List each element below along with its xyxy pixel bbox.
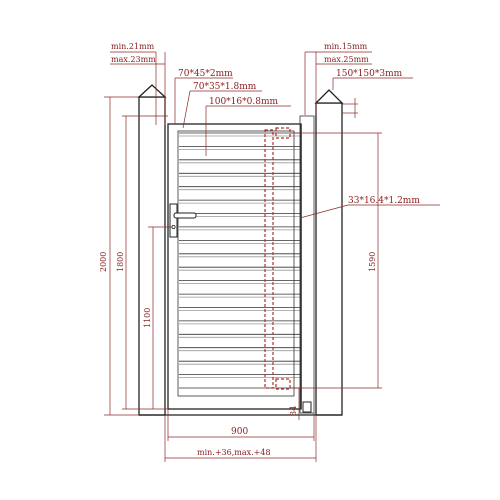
post-label: 150*150*3mm <box>336 69 403 79</box>
right-max-label: max.25mm <box>324 55 369 64</box>
infill-height-label: 1590 <box>368 252 377 272</box>
left-max-label: max.23mm <box>111 55 156 64</box>
handle-height-label: 1100 <box>143 308 152 328</box>
handle-icon <box>169 203 197 238</box>
rail-label: 70*35*1.8mm <box>193 82 257 92</box>
right-min-label: min.15mm <box>324 42 368 51</box>
left-post <box>137 84 167 416</box>
bottom-gap-label: 34 <box>289 406 298 416</box>
leader-rail <box>182 90 191 129</box>
left-min-label: min.21mm <box>111 42 155 51</box>
hinge <box>302 401 312 413</box>
leader-upright <box>299 204 349 219</box>
right-post <box>314 89 344 416</box>
frame-label: 70*45*2mm <box>178 69 233 79</box>
gate-frame <box>167 115 315 414</box>
upright-label: 33*16.4*1.2mm <box>348 196 420 206</box>
upright-dashed <box>264 127 291 390</box>
tolerance-label: min.+36,max.+48 <box>197 448 271 457</box>
gate-height-label: 1800 <box>116 252 125 272</box>
slat-label: 100*16*0.8mm <box>209 97 278 107</box>
slat-group <box>179 132 300 389</box>
overall-height-label: 2000 <box>99 252 108 272</box>
width-label: 900 <box>231 427 248 437</box>
